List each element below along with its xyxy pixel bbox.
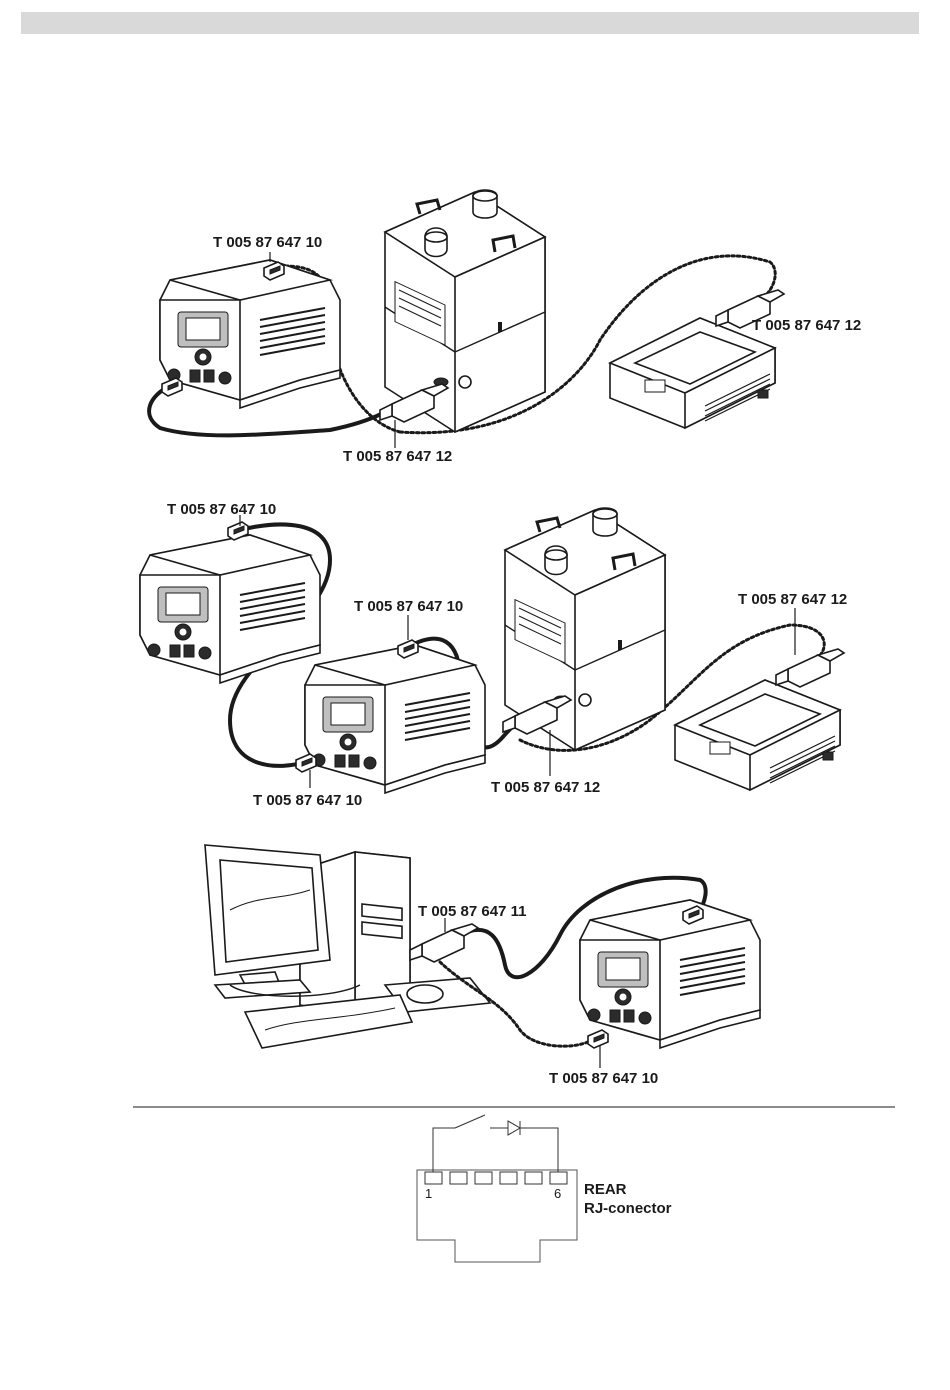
switch-icon — [455, 1115, 485, 1128]
pin-label-first: 1 — [425, 1186, 432, 1201]
cable-label-station: T 005 87 647 10 — [549, 1070, 658, 1087]
soldering-station-icon — [160, 260, 340, 408]
wire — [520, 1128, 558, 1172]
pin-label-last: 6 — [554, 1186, 561, 1201]
rj-plug-icon — [162, 378, 182, 396]
cable-label-preheater: T 005 87 647 12 — [752, 317, 861, 334]
scene-2: T 005 87 647 10 T 005 87 647 10 T 005 87… — [140, 501, 847, 809]
diode-icon — [508, 1121, 520, 1135]
cable-label-middle: T 005 87 647 10 — [354, 598, 463, 615]
cable-label-top: T 005 87 647 10 — [167, 501, 276, 518]
rj-plug-icon — [296, 754, 316, 772]
scene-3: T 005 87 647 11 T 005 87 647 10 — [205, 845, 760, 1087]
cable-label-station: T 005 87 647 10 — [213, 234, 322, 251]
desktop-computer-icon — [205, 845, 410, 1015]
wire — [433, 1128, 455, 1172]
cable-label-extractor: T 005 87 647 12 — [491, 779, 600, 796]
mouse-icon — [407, 985, 443, 1003]
connector-subtitle: RJ-conector — [584, 1200, 672, 1217]
cable-label-extractor: T 005 87 647 12 — [343, 448, 452, 465]
dsub-connector-icon — [410, 924, 478, 962]
dsub-connector-icon — [776, 649, 844, 687]
rj-plug-icon — [588, 1030, 608, 1048]
soldering-station-icon — [140, 535, 320, 683]
soldering-station-icon — [305, 645, 485, 793]
cable-label-pc: T 005 87 647 11 — [418, 903, 526, 920]
cable-label-preheater: T 005 87 647 12 — [738, 591, 847, 608]
preheating-plate-icon — [675, 680, 840, 790]
soldering-station-icon — [580, 900, 760, 1048]
keyboard-icon — [245, 995, 412, 1048]
cable-label-bottom: T 005 87 647 10 — [253, 792, 362, 809]
preheating-plate-icon — [610, 318, 775, 428]
scene-1: T 005 87 647 10 T 005 87 647 12 T 005 87… — [149, 190, 861, 465]
rj-connector-schematic: 1 6 REAR RJ-conector — [417, 1115, 672, 1262]
connector-title: REAR — [584, 1181, 627, 1198]
